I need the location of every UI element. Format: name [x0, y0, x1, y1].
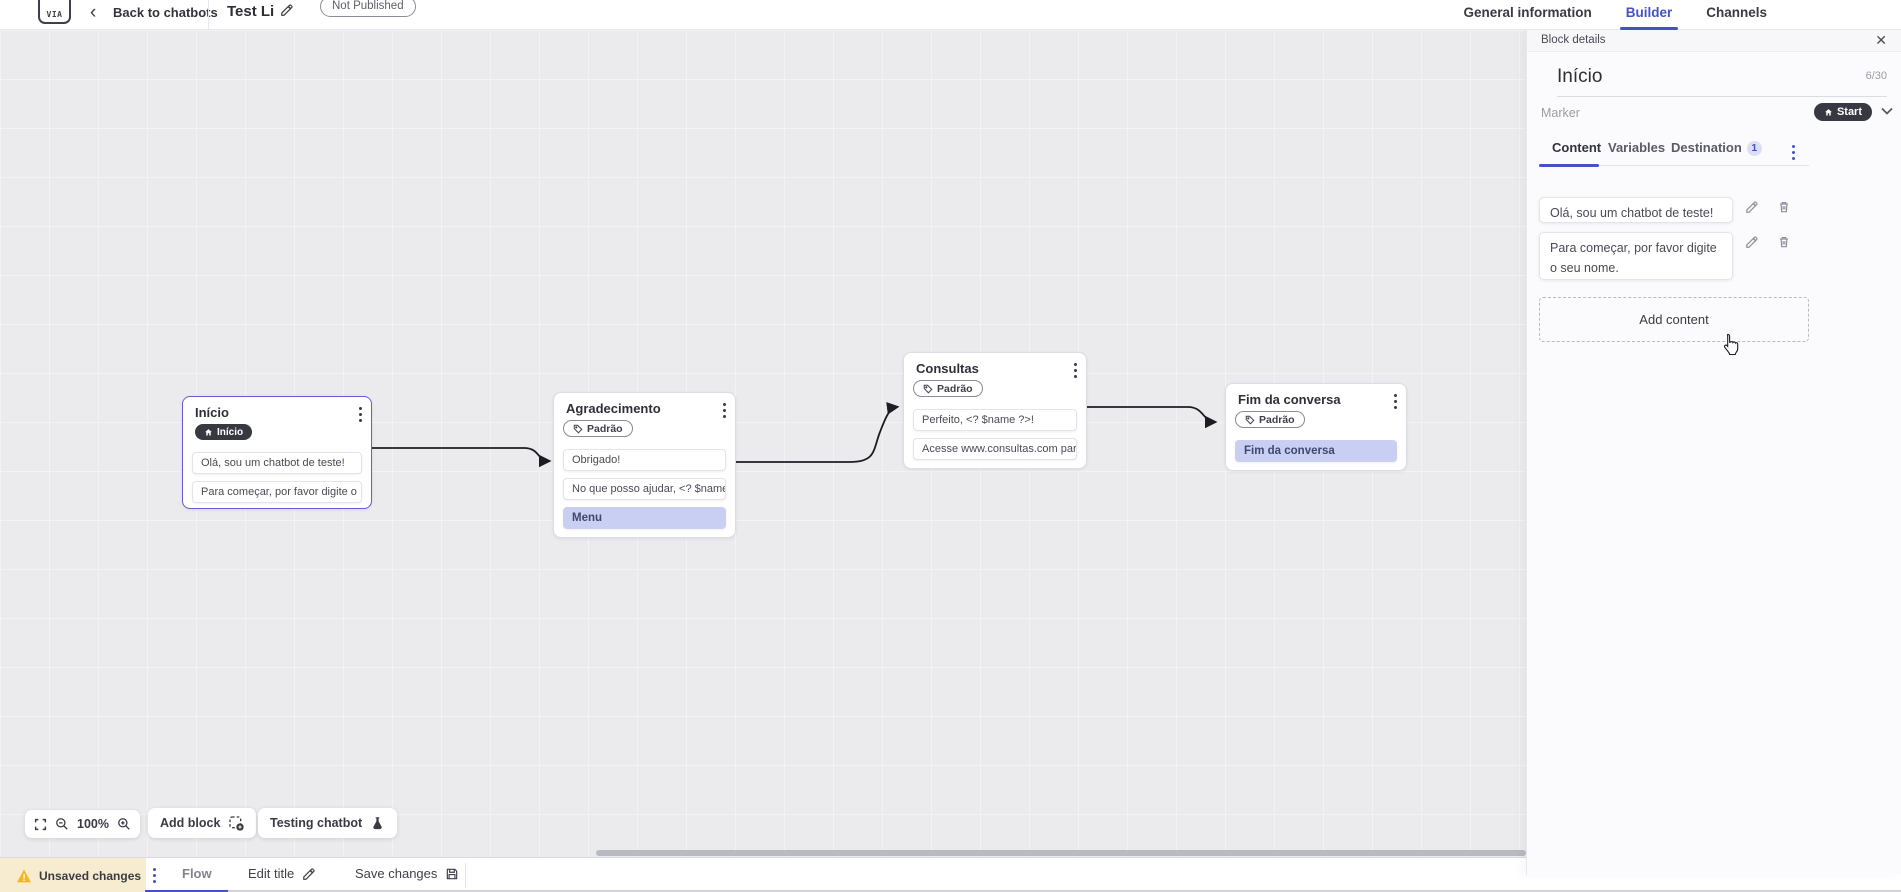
panel-header-label: Block details	[1541, 34, 1606, 46]
content-item-actions	[1745, 200, 1791, 214]
zoom-out-icon[interactable]	[55, 817, 69, 831]
window-edge	[228, 890, 1901, 892]
destination-count-badge: 1	[1746, 141, 1762, 156]
flow-canvas[interactable]: Início Início Olá, sou um chatbot de tes…	[0, 30, 1526, 857]
edit-title-button[interactable]: Edit title	[248, 866, 316, 881]
active-tab-underline	[1539, 164, 1599, 167]
status-badge: Not Published	[320, 0, 416, 17]
tab-variables[interactable]: Variables	[1608, 140, 1666, 155]
edit-pencil-icon[interactable]	[1745, 235, 1759, 249]
message-card[interactable]: Acesse www.consultas.com par...	[913, 437, 1077, 460]
message-card[interactable]: Perfeito, <? $name ?>!	[913, 408, 1077, 431]
block-title: Agradecimento	[566, 401, 661, 416]
home-icon	[205, 428, 212, 435]
save-icon	[447, 868, 458, 879]
flow-block-fim-da-conversa[interactable]: Fim da conversa Padrão Fim da conversa	[1225, 383, 1407, 471]
block-details-panel: Block details ✕ Início 6/30 Marker Start…	[1526, 30, 1901, 875]
back-to-chatbots-link[interactable]: Back to chatbots	[113, 5, 218, 20]
marker-badge: Padrão	[1235, 411, 1305, 428]
zoom-toolbar: 100%	[25, 810, 140, 838]
block-menu-icon[interactable]	[359, 407, 362, 422]
zoom-in-icon[interactable]	[117, 817, 131, 831]
horizontal-scrollbar[interactable]	[596, 850, 1526, 856]
flask-icon	[373, 816, 382, 829]
save-changes-button[interactable]: Save changes	[355, 866, 459, 881]
marker-badge: Padrão	[913, 380, 983, 397]
tag-icon	[1245, 415, 1255, 424]
content-item[interactable]: Para começar, por favor digite o seu nom…	[1539, 232, 1733, 280]
message-card[interactable]: No que posso ajudar, <? $name ...	[563, 477, 726, 500]
menu-card[interactable]: Menu	[563, 506, 726, 529]
content-item-actions	[1745, 235, 1791, 249]
panel-menu-icon[interactable]	[1792, 145, 1892, 160]
warning-icon	[17, 869, 31, 882]
chevron-left-icon[interactable]: ‹	[90, 2, 97, 23]
divider	[465, 863, 466, 888]
tab-general-information[interactable]: General information	[1463, 5, 1592, 20]
edit-pencil-icon[interactable]	[1745, 200, 1759, 214]
tab-content[interactable]: Content	[1552, 140, 1602, 155]
zoom-level: 100%	[77, 817, 109, 831]
flow-menu-icon[interactable]	[153, 868, 1892, 883]
unsaved-changes-indicator: Unsaved changes	[0, 858, 146, 892]
trash-icon[interactable]	[1777, 235, 1791, 249]
char-counter: 6/30	[1865, 70, 1887, 82]
end-card[interactable]: Fim da conversa	[1235, 439, 1397, 462]
pencil-icon	[303, 867, 315, 880]
flow-block-inicio[interactable]: Início Início Olá, sou um chatbot de tes…	[182, 396, 372, 509]
marker-label: Marker	[1541, 106, 1580, 120]
close-icon[interactable]: ✕	[1875, 32, 1887, 48]
testing-chatbot-button[interactable]: Testing chatbot	[258, 808, 398, 838]
message-card[interactable]: Para começar, por favor digite o ...	[192, 480, 362, 503]
message-card[interactable]: Obrigado!	[563, 448, 726, 471]
block-menu-icon[interactable]	[1394, 394, 1397, 409]
message-card[interactable]: Olá, sou um chatbot de teste!	[192, 451, 362, 474]
fit-view-icon[interactable]	[34, 818, 47, 831]
top-bar: VIA ‹ Back to chatbots Test Li Not Publi…	[0, 0, 1901, 30]
tab-channels[interactable]: Channels	[1706, 5, 1767, 20]
start-marker-badge: Início	[195, 424, 253, 440]
brand-logo: VIA	[38, 0, 71, 24]
builder-nav-tabs: General information Builder Channels	[1463, 0, 1901, 30]
edit-title-pencil-icon[interactable]	[280, 3, 294, 17]
tab-builder[interactable]: Builder	[1619, 0, 1678, 30]
block-name-input[interactable]: Início	[1557, 66, 1603, 87]
marker-badge: Padrão	[563, 420, 633, 437]
block-title: Início	[195, 405, 229, 420]
tag-icon	[573, 424, 583, 433]
block-title: Fim da conversa	[1238, 392, 1341, 407]
active-flow-underline	[145, 890, 228, 892]
trash-icon[interactable]	[1777, 200, 1791, 214]
add-block-button[interactable]: Add block	[148, 808, 257, 838]
chatbot-title: Test Li	[227, 3, 275, 20]
home-icon	[1825, 108, 1832, 115]
divider	[208, 0, 209, 29]
panel-header: Block details ✕	[1527, 30, 1901, 52]
content-item[interactable]: Olá, sou um chatbot de teste!	[1539, 197, 1733, 223]
block-menu-icon[interactable]	[723, 403, 726, 418]
add-block-icon	[229, 816, 245, 831]
tab-flow[interactable]: Flow	[182, 866, 212, 881]
marker-start-pill[interactable]: Start	[1813, 103, 1872, 121]
tag-icon	[923, 384, 933, 393]
block-menu-icon[interactable]	[1074, 363, 1077, 378]
flow-block-agradecimento[interactable]: Agradecimento Padrão Obrigado! No que po…	[553, 392, 736, 538]
add-content-button[interactable]: Add content	[1539, 297, 1809, 342]
divider	[1557, 96, 1887, 97]
block-title: Consultas	[916, 361, 979, 376]
flow-block-consultas[interactable]: Consultas Padrão Perfeito, <? $name ?>! …	[903, 352, 1087, 469]
chevron-down-icon[interactable]	[1881, 107, 1893, 115]
